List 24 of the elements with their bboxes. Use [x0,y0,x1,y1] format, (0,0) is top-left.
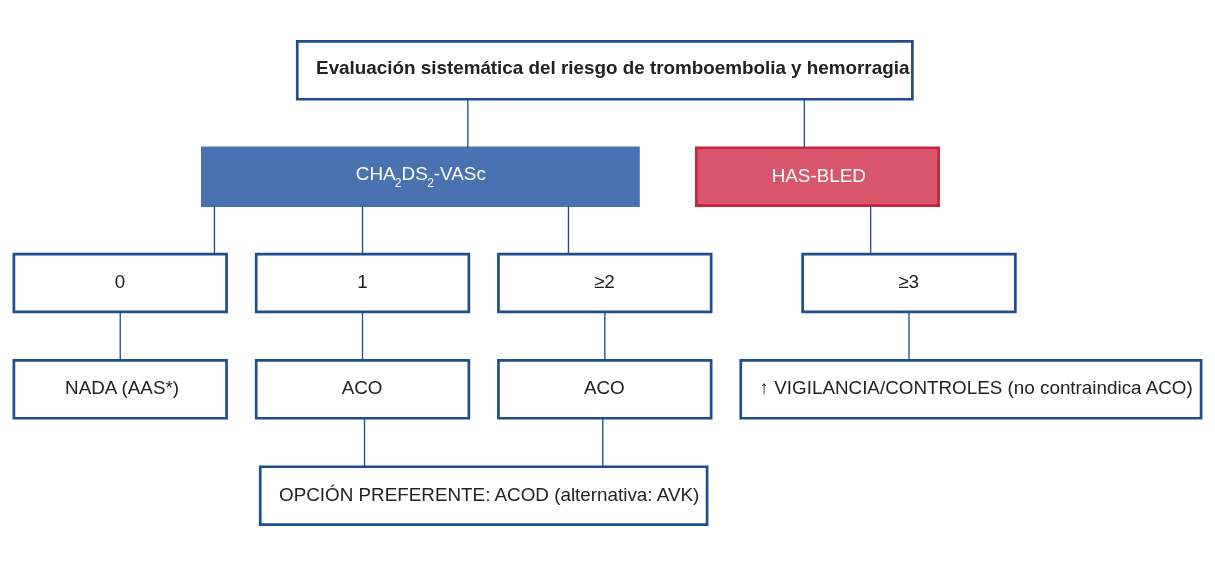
connector [602,417,604,467]
connector [567,204,570,255]
connector [908,310,910,361]
node-box: ACO [497,358,713,420]
connector [363,417,366,467]
connector [869,204,872,255]
connector [361,204,364,255]
connector [119,310,121,361]
connector [361,310,364,361]
node-box: ↑ VIGILANCIA/CONTROLES (no contraindica ACO) [739,358,1203,420]
node-box: 0 [12,252,228,313]
node-box: HAS-BLED [695,145,940,207]
connector [213,204,216,255]
connector [803,98,806,148]
connector [467,98,469,148]
node-box: ≥3 [801,252,1017,313]
node-box: ACO [254,358,471,420]
node-box: Evaluación sistemática del riesgo de tromboembolia y hemorragia [295,39,914,101]
connector [604,310,606,361]
node-box: CHA$_{2}$DS$_{2}$-VASc [201,145,640,207]
node-box: NADA (AAS*) [12,358,228,420]
node-box: OPCIÓN PREFERENTE: ACOD (alternativa: AVK) [258,464,709,526]
node-box: ≥2 [497,252,713,313]
node-box: 1 [254,252,471,313]
